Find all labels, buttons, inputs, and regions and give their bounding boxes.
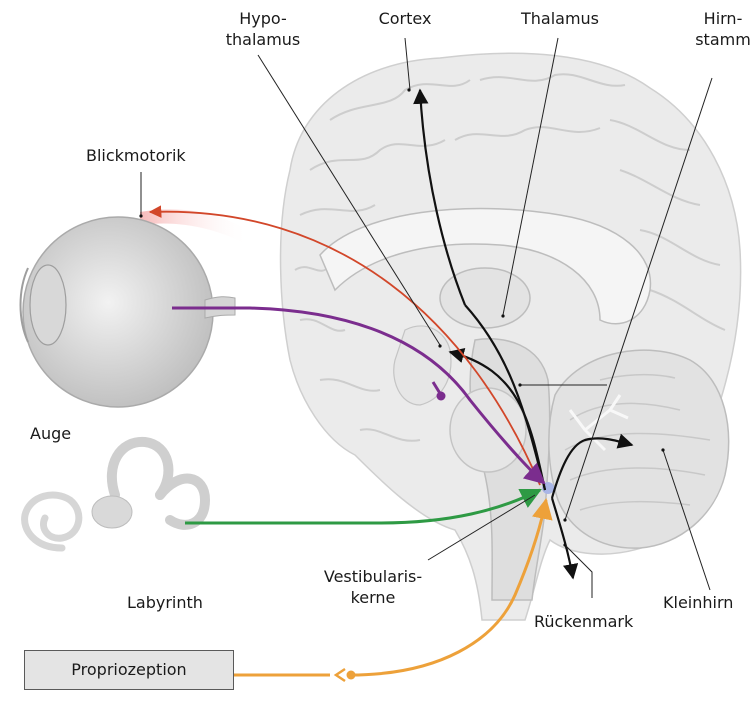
leader-dot-hirnstamm <box>563 518 566 521</box>
proprio-synapse-dot <box>347 671 356 680</box>
leader-dot-hypothalamus <box>438 344 441 347</box>
vestibule <box>92 496 132 528</box>
eye-lens <box>30 265 66 345</box>
leader-dot-blickmotorik <box>139 214 142 217</box>
auge-synapse-dot <box>437 392 446 401</box>
label-propriozeption: Propriozeption <box>71 660 186 679</box>
label-blickmotorik: Blickmotorik <box>86 145 186 166</box>
leader-dot-cortex <box>407 88 410 91</box>
label-vestibulariskerne: Vestibularis- kerne <box>318 566 428 608</box>
label-hypothalamus: Hypo- thalamus <box>213 8 313 50</box>
label-vestibulariskerne-line1: Vestibularis- <box>318 566 428 587</box>
pons-shape <box>450 388 526 472</box>
label-hypothalamus-line1: Hypo- <box>213 8 313 29</box>
leader-dot-rueckenmark <box>563 543 566 546</box>
thalamus-shape <box>440 268 530 328</box>
cochlea <box>25 495 79 548</box>
label-hirnstamm-line1: Hirn- <box>690 8 756 29</box>
label-auge: Auge <box>30 423 71 444</box>
label-hirnstamm-line2: stamm <box>690 29 756 50</box>
proprio-synapse-chevron <box>336 669 345 681</box>
label-hypothalamus-line2: thalamus <box>213 29 313 50</box>
label-hirnstamm: Hirn- stamm <box>690 8 756 50</box>
brain-illustration <box>281 53 741 620</box>
label-rueckenmark: Rückenmark <box>534 611 633 632</box>
label-vestibulariskerne-line2: kerne <box>318 587 428 608</box>
labyrinth-illustration <box>25 442 205 548</box>
label-thalamus: Thalamus <box>505 8 615 29</box>
propriozeption-box: Propriozeption <box>24 650 234 690</box>
label-cortex: Cortex <box>360 8 450 29</box>
leader-dot-hirnstamm-branch <box>518 383 521 386</box>
cerebellum-shape <box>549 350 729 548</box>
label-kleinhirn: Kleinhirn <box>663 592 733 613</box>
leader-dot-thalamus <box>501 314 504 317</box>
leader-dot-kleinhirn <box>661 448 664 451</box>
label-labyrinth: Labyrinth <box>127 592 203 613</box>
